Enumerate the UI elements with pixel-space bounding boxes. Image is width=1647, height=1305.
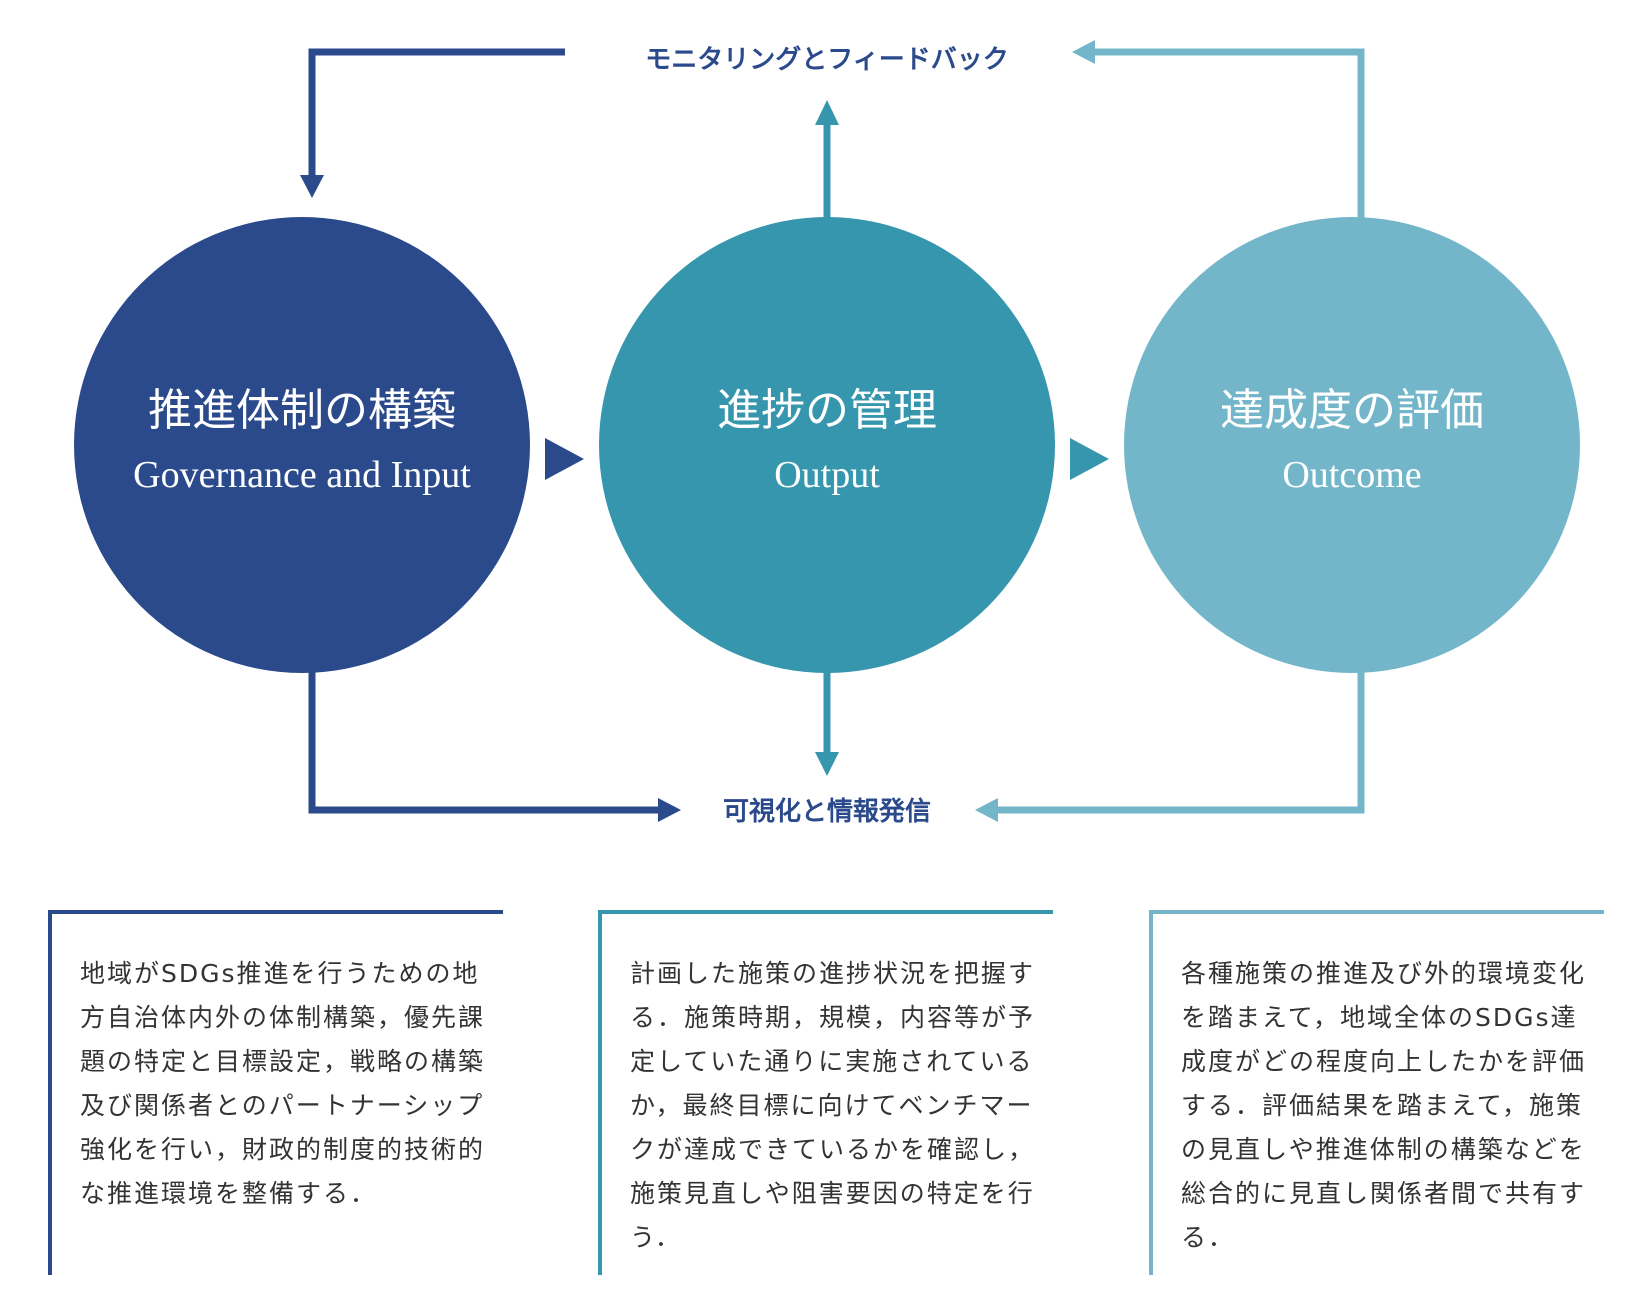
circle-governance-title: 推進体制の構築 (148, 385, 456, 436)
circle-output-subtitle: Output (774, 454, 880, 496)
circle-outcome-title: 達成度の評価 (1220, 385, 1484, 436)
pdca-diagram: 推進体制の構築 Governance and Input 進捗の管理 Outpu… (74, 40, 1580, 827)
description-governance-text: 地域がSDGs推進を行うための地方自治体内外の体制構築，優先課題の特定と目標設定… (80, 959, 486, 1208)
flow-arrow-2 (1070, 438, 1109, 480)
flow-arrow-1 (545, 438, 584, 480)
disclosure-label: 可視化と情報発信 (723, 797, 931, 827)
circle-governance-subtitle: Governance and Input (133, 454, 471, 496)
description-outcome: 各種施策の推進及び外的環境変化を踏まえて，地域全体のSDGs達成度がどの程度向上… (1149, 910, 1604, 1275)
disclosure-connector-right (975, 660, 1365, 822)
disclosure-connector-center (815, 660, 839, 776)
feedback-connector-right (1072, 40, 1365, 228)
description-output-text: 計画した施策の進捗状況を把握する．施策時期，規模，内容等が予定していた通りに実施… (630, 959, 1036, 1252)
feedback-label: モニタリングとフィードバック (645, 45, 1008, 75)
description-outcome-text: 各種施策の推進及び外的環境変化を踏まえて，地域全体のSDGs達成度がどの程度向上… (1181, 959, 1587, 1252)
disclosure-connector-left (308, 660, 681, 822)
circle-outcome: 達成度の評価 Outcome (1124, 217, 1580, 673)
circle-output-title: 進捗の管理 (717, 385, 937, 436)
circle-output: 進捗の管理 Output (599, 217, 1055, 673)
feedback-connector-left (300, 48, 565, 198)
circle-outcome-subtitle: Outcome (1282, 454, 1421, 496)
description-output: 計画した施策の進捗状況を把握する．施策時期，規模，内容等が予定していた通りに実施… (598, 910, 1053, 1275)
circle-governance: 推進体制の構築 Governance and Input (74, 217, 530, 673)
description-governance: 地域がSDGs推進を行うための地方自治体内外の体制構築，優先課題の特定と目標設定… (48, 910, 503, 1275)
feedback-connector-center (815, 100, 839, 228)
